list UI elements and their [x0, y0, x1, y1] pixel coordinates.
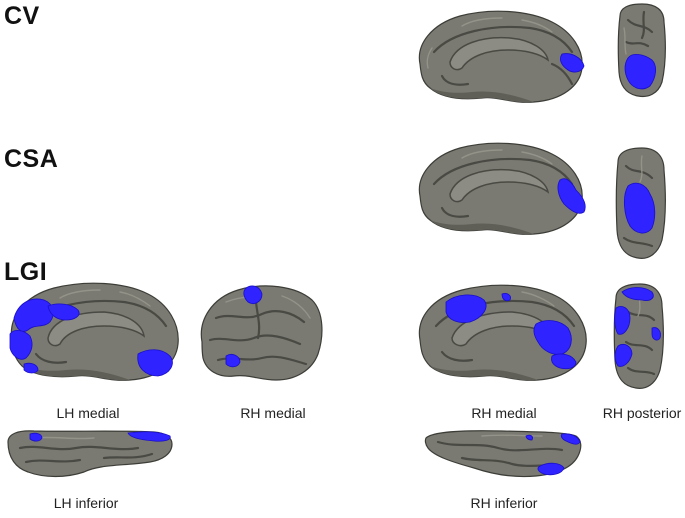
lgi-rh-medial-left-region-superior [243, 285, 263, 304]
brain-cv-rh-medial [418, 10, 585, 103]
brain-lgi-rh-inferior [424, 430, 582, 478]
cv-rh-medial-region [560, 53, 585, 73]
brain-lgi-rh-posterior [613, 283, 664, 389]
lgi-lh-medial-region-precuneus [47, 303, 80, 321]
lgi-rh-medial-right-region-lingual [551, 353, 577, 370]
lgi-rh-medial-right-region-frontal [445, 294, 487, 323]
brain-lgi-lh-medial [9, 282, 179, 381]
row-label-lgi: LGI [4, 258, 48, 286]
lgi-lh-inferior-region-front [127, 431, 171, 442]
cv-rh-posterior-region [624, 54, 656, 90]
lgi-rh-posterior-region-middle [614, 306, 631, 335]
brain-cv-rh-posterior [617, 3, 666, 98]
lgi-lh-medial-region-frontal [137, 349, 173, 377]
lgi-rh-inferior-region-small [525, 434, 533, 441]
brain-csa-rh-posterior [615, 147, 666, 259]
lgi-rh-posterior-region-top [621, 287, 654, 301]
csa-rh-posterior-region [624, 182, 656, 234]
lgi-rh-medial-right-region-small [501, 293, 511, 302]
brain-lgi-lh-inferior [7, 430, 173, 478]
view-label-rh-medial-right: RH medial [471, 405, 537, 421]
lgi-rh-medial-left-region-inferior [225, 354, 241, 368]
lgi-rh-inferior-region-front [560, 433, 581, 445]
view-label-lh-inferior: LH inferior [53, 495, 119, 511]
view-label-lh-medial: LH medial [56, 405, 120, 421]
lgi-lh-inferior-region-back [29, 432, 43, 442]
row-label-csa: CSA [4, 145, 59, 173]
brain-lgi-rh-medial-left [200, 285, 323, 381]
lgi-lh-medial-region-cuneus [9, 330, 33, 360]
brain-csa-rh-medial [418, 142, 586, 235]
row-label-cv: CV [4, 2, 40, 30]
lgi-rh-inferior-region-side [537, 462, 565, 476]
lgi-rh-posterior-region-lower [614, 344, 633, 367]
csa-rh-medial-region [557, 178, 586, 214]
view-label-rh-inferior: RH inferior [470, 495, 538, 511]
view-label-rh-posterior: RH posterior [602, 405, 682, 421]
lgi-lh-medial-region-lingual [23, 362, 39, 374]
lgi-rh-posterior-region-right [651, 327, 661, 341]
brain-lgi-rh-medial-right [418, 284, 587, 381]
view-label-rh-medial-left: RH medial [240, 405, 306, 421]
